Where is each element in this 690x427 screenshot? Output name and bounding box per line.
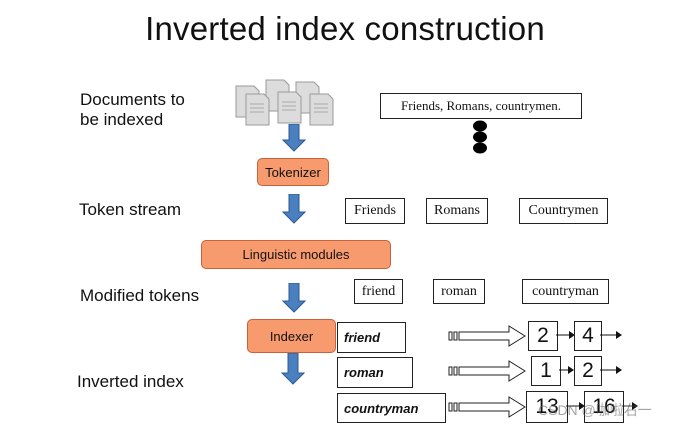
down-arrow-icon [282,283,306,313]
posting-box: 2 [528,321,558,351]
diagram-title: Inverted index construction [145,10,545,47]
posting-box: 1 [531,356,561,386]
input-text-box: Friends, Romans, countrymen. [380,93,582,119]
stage-label-documents: Documents to be indexed [80,90,185,129]
tokenizer-box: Tokenizer [257,158,329,186]
modified-token-box: friend [354,279,403,304]
ellipsis-icon [473,120,487,154]
posting-box: 4 [574,321,602,351]
stage-label-inverted-index: Inverted index [77,372,184,391]
pointer-arrow-icon [600,331,622,339]
pointer-arrow-icon [622,402,638,410]
modified-token-box: countryman [522,279,609,304]
token-box: Countrymen [519,198,608,224]
down-arrow-icon [282,124,306,152]
pointer-arrow-icon [600,366,622,374]
stage-label-modified-tokens: Modified tokens [80,286,200,305]
index-term-box: roman [337,357,413,388]
watermark: CSDN @咖啦右一 [538,402,652,418]
modified-token-box: roman [433,279,485,304]
down-arrow-icon [281,353,305,385]
pointer-arrow-icon [559,366,574,374]
hollow-arrow-icon [448,325,526,347]
token-box: Friends [345,198,405,224]
indexer-box: Indexer [247,319,336,353]
documents-icon [235,79,334,126]
posting-box: 16 [584,391,624,423]
index-term-box: countryman [337,393,446,423]
linguistic-modules-box: Linguistic modules [201,240,391,269]
posting-box: 2 [574,356,602,386]
index-term-box: friend [337,322,406,353]
token-box: Romans [426,198,488,224]
stage-label-token-stream: Token stream [79,200,182,219]
pointer-arrow-icon [556,331,575,339]
pointer-arrow-icon [566,402,585,410]
posting-box: 13 [526,391,568,423]
hollow-arrow-icon [448,360,526,382]
hollow-arrow-icon [448,396,526,418]
down-arrow-icon [282,194,306,224]
